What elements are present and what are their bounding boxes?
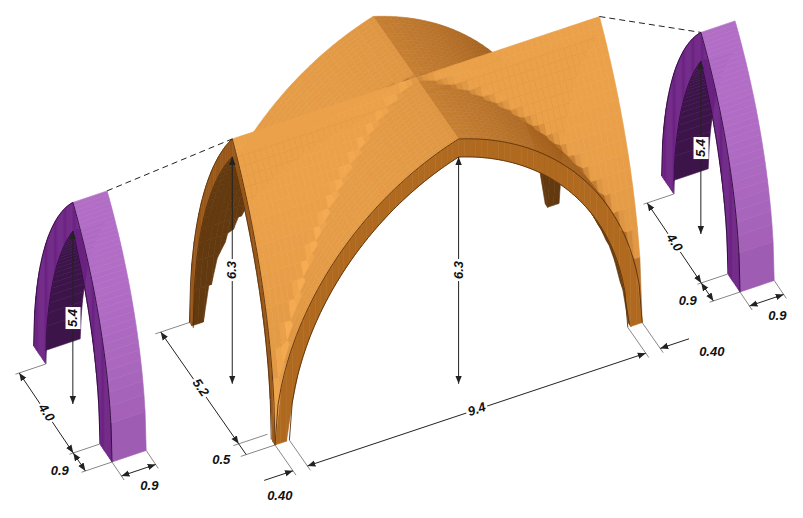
vault-surface bbox=[533, 150, 539, 172]
vault-surface bbox=[211, 253, 219, 284]
vault-surface bbox=[284, 344, 292, 366]
groin-vault bbox=[190, 16, 643, 445]
vault-surface bbox=[527, 148, 533, 170]
vault-surface bbox=[228, 141, 230, 162]
vault-surface bbox=[522, 146, 528, 167]
vault-surface bbox=[539, 152, 545, 175]
vault-surface bbox=[545, 155, 551, 179]
vault-surface bbox=[550, 157, 556, 181]
vault-surface bbox=[203, 284, 211, 322]
vault-surface bbox=[516, 145, 522, 166]
vault-surface bbox=[510, 143, 516, 163]
